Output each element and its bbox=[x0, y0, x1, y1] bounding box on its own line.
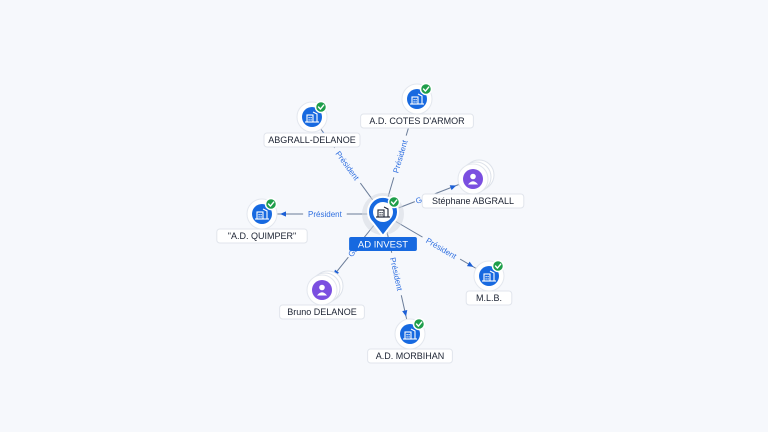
edge-label: Président bbox=[308, 210, 343, 219]
edge-arrow-icon bbox=[449, 185, 457, 191]
node-label: "A.D. QUIMPER" bbox=[228, 231, 296, 241]
edge-label-bg bbox=[420, 233, 463, 263]
center-label-box bbox=[349, 237, 417, 251]
edge-label: Président bbox=[333, 150, 361, 183]
verified-check-icon bbox=[264, 197, 278, 211]
verified-check-icon bbox=[412, 317, 426, 331]
edge-arrow-icon bbox=[280, 211, 286, 217]
verified-check-icon bbox=[491, 259, 505, 273]
node-label-box bbox=[360, 113, 474, 129]
company-icon bbox=[403, 328, 417, 340]
company-icon bbox=[482, 270, 496, 282]
edge-label: Président bbox=[388, 257, 404, 293]
node-label: Stéphane ABGRALL bbox=[432, 196, 514, 206]
company-icon bbox=[410, 93, 424, 105]
person-icon bbox=[317, 284, 327, 296]
node-ad-quimper[interactable]: "A.D. QUIMPER" bbox=[216, 197, 308, 244]
verified-check-icon bbox=[387, 195, 401, 209]
node-bruno-delanoe[interactable]: Bruno DELANOE bbox=[279, 270, 365, 320]
edge-label: Président bbox=[391, 138, 409, 174]
verified-check-icon bbox=[419, 82, 433, 96]
node-label-box bbox=[263, 132, 361, 148]
node-label-box bbox=[279, 304, 365, 320]
edge-label-bg bbox=[330, 145, 365, 186]
node-label-box bbox=[421, 193, 525, 209]
edge-arrow-icon bbox=[402, 310, 408, 317]
node-label: A.D. MORBIHAN bbox=[376, 351, 445, 361]
edge-label: Président bbox=[424, 236, 458, 261]
person-icon bbox=[468, 173, 478, 185]
verified-check-icon bbox=[314, 100, 328, 114]
edge-label-bg bbox=[303, 209, 347, 219]
node-label: Bruno DELANOE bbox=[287, 307, 357, 317]
edge-arrow-icon bbox=[466, 261, 474, 267]
center-node[interactable]: AD INVEST bbox=[349, 193, 417, 251]
center-label: AD INVEST bbox=[358, 240, 408, 251]
node-mlb[interactable]: M.L.B. bbox=[465, 259, 513, 306]
company-icon bbox=[305, 111, 319, 123]
node-abgrall-delanoe[interactable]: ABGRALL-DELANOE bbox=[263, 100, 361, 148]
node-label: A.D. COTES D'ARMOR bbox=[369, 116, 465, 126]
node-label-box bbox=[216, 228, 308, 244]
node-ad-cotes-darmor[interactable]: A.D. COTES D'ARMOR bbox=[360, 82, 474, 129]
node-label-box bbox=[465, 290, 513, 306]
company-icon bbox=[255, 208, 269, 220]
node-label-box bbox=[367, 348, 453, 364]
node-label: ABGRALL-DELANOE bbox=[268, 135, 356, 145]
node-stephane-abgrall[interactable]: Stéphane ABGRALL bbox=[421, 159, 525, 209]
company-icon bbox=[376, 206, 390, 218]
nodes-layer: ABGRALL-DELANOE A.D. COTES D'ARMOR Stéphan… bbox=[216, 82, 525, 364]
edge-label-bg bbox=[387, 251, 406, 297]
edge-label-bg bbox=[389, 134, 411, 179]
node-label: M.L.B. bbox=[476, 293, 502, 303]
node-ad-morbihan[interactable]: A.D. MORBIHAN bbox=[367, 317, 453, 364]
